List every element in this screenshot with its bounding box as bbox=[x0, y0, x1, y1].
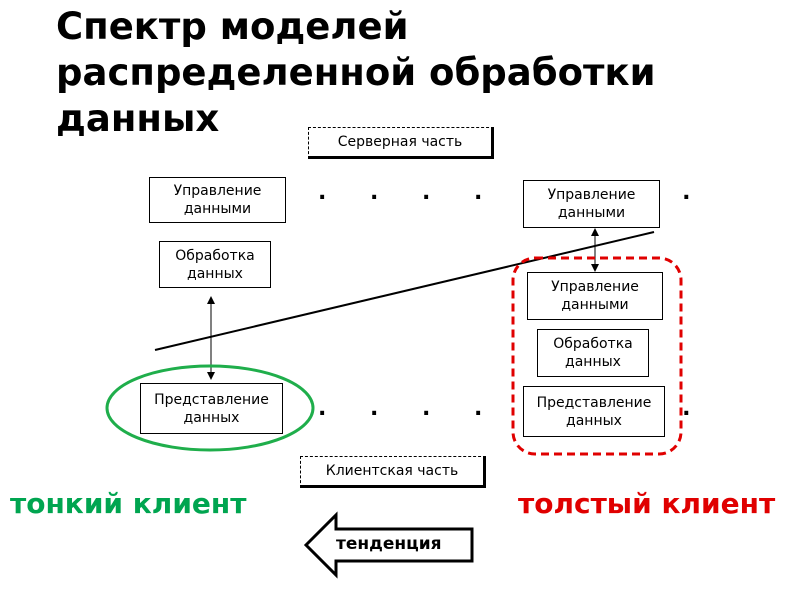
right-data-processing-box: Обработка данных bbox=[537, 329, 649, 377]
title-line-3: данных bbox=[56, 97, 220, 140]
client-part-label: Клиентская часть bbox=[300, 456, 486, 488]
left-data-processing-box: Обработка данных bbox=[159, 241, 271, 288]
slide-title: Спектр моделей распределенной обработки … bbox=[56, 4, 656, 142]
right-data-processing-text: Обработка данных bbox=[553, 336, 633, 370]
left-data-processing-text: Обработка данных bbox=[175, 247, 255, 282]
right-data-presentation-text: Представление данных bbox=[536, 394, 652, 429]
left-data-presentation-text: Представление данных bbox=[154, 391, 269, 426]
server-part-text: Серверная часть bbox=[337, 134, 463, 150]
right-data-management-server-box: Управление данными bbox=[523, 180, 660, 228]
left-data-presentation-box: Представление данных bbox=[140, 383, 283, 434]
right-data-presentation-box: Представление данных bbox=[523, 386, 665, 437]
trend-arrow-shape bbox=[303, 511, 474, 579]
server-part-label: Серверная часть bbox=[308, 127, 494, 159]
thin-client-label: тонкий клиент bbox=[10, 487, 247, 520]
right-data-management-client-box: Управление данными bbox=[527, 272, 663, 320]
title-line-1: Спектр моделей bbox=[56, 5, 409, 48]
thin-client-ellipse bbox=[105, 364, 315, 452]
client-part-text: Клиентская часть bbox=[325, 463, 459, 479]
right-data-management-client-text: Управление данными bbox=[551, 279, 639, 313]
left-data-management-text: Управление данными bbox=[173, 183, 262, 217]
left-data-management-box: Управление данными bbox=[149, 177, 286, 223]
diagonal-separator-line bbox=[154, 231, 655, 351]
trend-label: тенденция bbox=[336, 534, 442, 554]
thick-client-label: толстый клиент bbox=[518, 487, 776, 520]
thick-client-dashed-frame bbox=[511, 256, 683, 456]
right-data-management-server-text: Управление данными bbox=[547, 187, 636, 221]
title-line-2: распределенной обработки bbox=[56, 51, 656, 94]
